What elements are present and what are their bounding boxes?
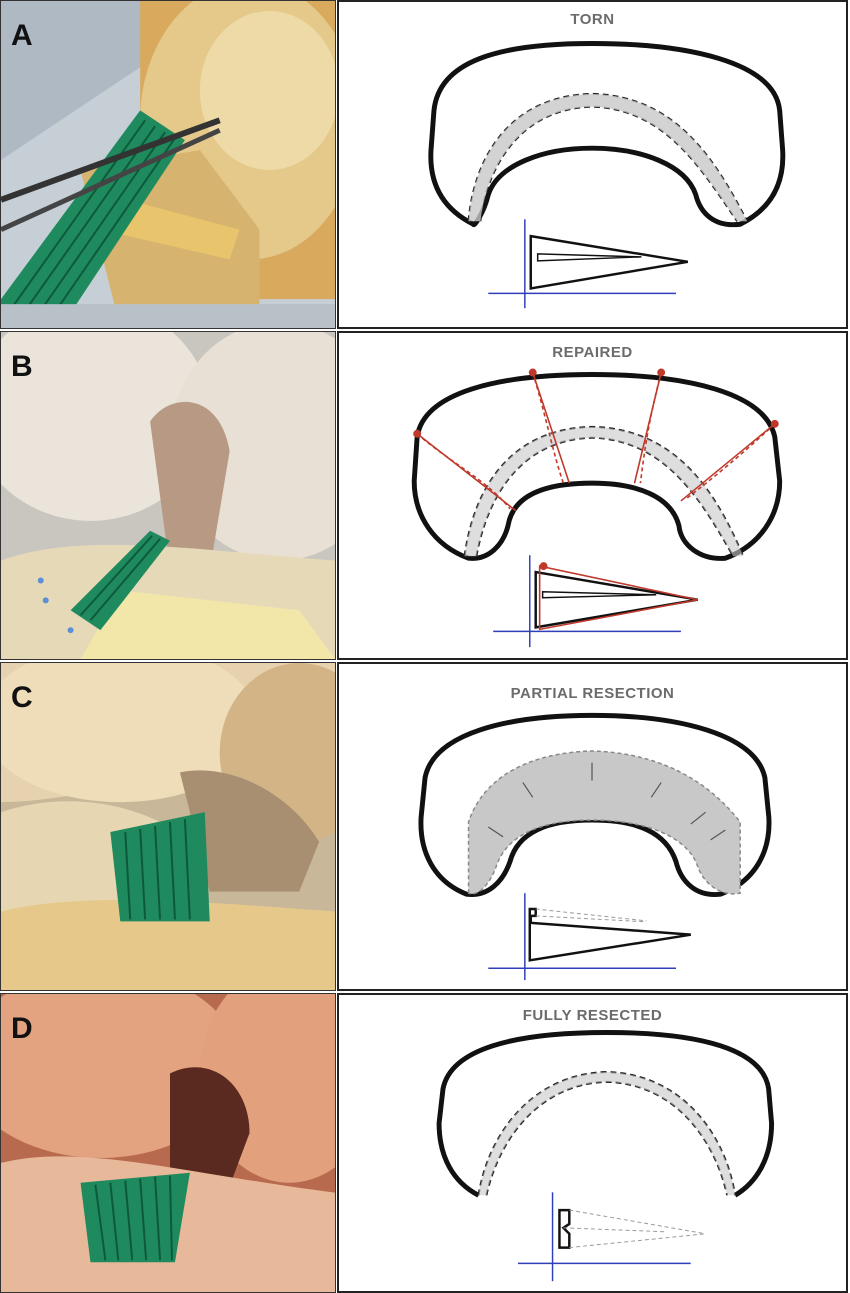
panel-title: PARTIAL RESECTION	[510, 685, 675, 702]
knee-photo-icon	[1, 994, 335, 1292]
knee-photo-icon	[1, 1, 335, 328]
schematic-a: TORN	[337, 0, 848, 329]
panel-a: A TORN	[0, 0, 850, 329]
meniscus-diagram-icon	[428, 41, 786, 309]
photo-c: C	[0, 662, 336, 991]
photo-d: D	[0, 993, 336, 1293]
meniscus-diagram-icon	[411, 368, 783, 648]
photo-b: B	[0, 331, 336, 660]
panel-letter: D	[11, 1012, 33, 1045]
meniscus-diagram-icon	[436, 1030, 775, 1282]
panel-letter: A	[11, 19, 33, 52]
panel-title: REPAIRED	[552, 344, 633, 361]
panel-title: FULLY RESECTED	[522, 1007, 663, 1024]
photo-a: A	[0, 0, 336, 329]
panel-title: TORN	[570, 11, 615, 28]
knee-photo-icon	[1, 663, 335, 990]
panel-b: B REPAIRED	[0, 331, 850, 660]
schematic-c: PARTIAL RESECTION	[337, 662, 848, 991]
panel-letter: B	[11, 350, 33, 383]
meniscus-diagram-icon	[418, 712, 772, 981]
schematic-d: FULLY RESECTED	[337, 993, 848, 1293]
panel-letter: C	[11, 681, 33, 714]
schematic-b: REPAIRED	[337, 331, 848, 660]
panel-c: C PARTIAL RESECTION	[0, 662, 850, 991]
panel-d: D FULLY RESECTED	[0, 993, 850, 1293]
knee-photo-icon	[1, 332, 335, 659]
